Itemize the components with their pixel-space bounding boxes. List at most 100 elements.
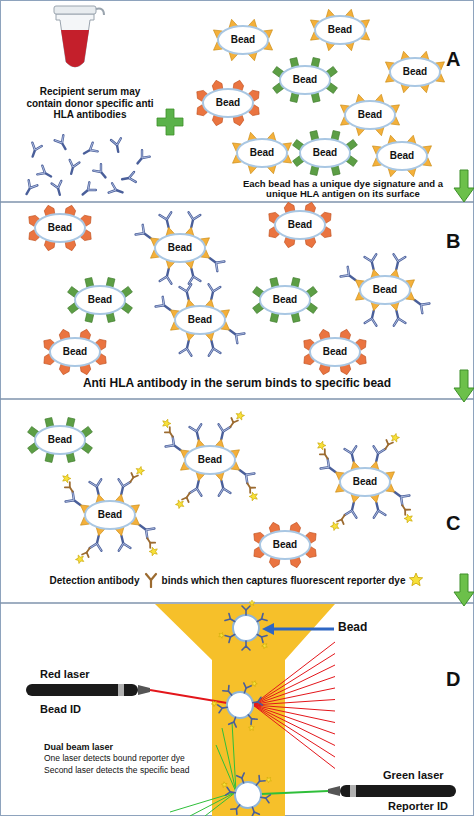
panel-divider (0, 201, 474, 203)
antibody-arms (265, 794, 270, 803)
antigen-site (75, 524, 107, 568)
bead: Bead (339, 467, 391, 497)
antibody-arms (66, 492, 78, 505)
bead-body (185, 446, 235, 474)
antibody-arms (160, 212, 173, 221)
red-ray (253, 688, 335, 705)
antigen-site (190, 424, 207, 448)
antibody-stem (211, 341, 213, 349)
antigen-site (180, 284, 197, 308)
bead: Bead (314, 15, 366, 45)
bead-body (300, 139, 350, 167)
antibody-stem (210, 258, 216, 263)
antibody-highlight (68, 160, 79, 168)
bead-label: Bead (231, 35, 255, 45)
bead-body (310, 338, 360, 366)
serum (61, 30, 89, 67)
antibody-arms (142, 525, 154, 538)
reporter-dye (217, 632, 225, 640)
antibody-arms (30, 143, 41, 152)
serum-tube (54, 6, 104, 67)
antibody-arms (242, 606, 250, 610)
antibody-arms (136, 225, 148, 238)
antibody-stem (222, 706, 227, 708)
antigen-site (330, 491, 362, 535)
free-antibody (134, 150, 150, 166)
red-ray (253, 677, 335, 706)
antibody-arms (180, 284, 193, 293)
laser-name: Green laser (383, 769, 444, 782)
antibody-arms (248, 485, 255, 493)
antibody-stem (349, 275, 355, 280)
antibody-arms (217, 424, 230, 433)
bead: Bead (236, 138, 288, 168)
antibody-arms (90, 479, 103, 488)
antigen-site (365, 302, 382, 326)
antibody-arms (207, 347, 220, 356)
antibody-stem (144, 233, 150, 238)
antibody-arms (257, 776, 266, 784)
free-antibodies (22, 135, 150, 198)
antibody-stem (415, 300, 421, 305)
antibody-arms (52, 181, 63, 189)
bead-label: Bead (328, 25, 352, 35)
antibody-highlight (52, 181, 63, 189)
tube-cap (54, 6, 96, 14)
plus-sign (157, 109, 183, 135)
laser-name: Red laser (40, 668, 90, 681)
bead-body (75, 286, 125, 314)
antibody-arms (321, 459, 333, 472)
antibody-arms (231, 806, 240, 814)
reporter-dye (221, 781, 227, 788)
bead: Bead (259, 530, 311, 560)
bead-label: Bead (390, 151, 414, 161)
bead-label: Bead (216, 98, 240, 108)
free-antibody (111, 138, 123, 153)
bead: Bead (34, 425, 86, 455)
bead-label: Bead (403, 67, 427, 77)
antibody-stem (221, 481, 223, 489)
antibody-highlight (242, 470, 254, 483)
panel-letter: A (446, 48, 460, 71)
antibody-arms (160, 275, 173, 284)
antigen-site (389, 254, 406, 278)
antigen-site (214, 407, 246, 451)
antibody-stem (121, 536, 123, 544)
antibody-stem (74, 500, 80, 505)
laser-rays (170, 642, 335, 816)
antibody-arms (320, 449, 327, 457)
free-antibody (37, 166, 53, 181)
antibody-arms (225, 614, 232, 623)
antibody-arms (146, 574, 156, 580)
bead-label: Bead (98, 510, 122, 520)
step-caption: Detection antibody (50, 575, 140, 586)
bead: Bead (389, 57, 441, 87)
antibody-stem (191, 219, 193, 227)
tube-body (56, 14, 94, 67)
antibody-arms (65, 482, 72, 490)
antibody-arms (345, 509, 358, 518)
bead: Bead (376, 141, 428, 171)
antigen-site (204, 284, 221, 308)
antigen-site (214, 472, 231, 496)
bead-label: Bead (188, 315, 212, 325)
bead-label: Bead (288, 220, 312, 230)
antibody-highlight (207, 284, 220, 293)
bound-antibody (223, 686, 235, 698)
red-ray (253, 642, 335, 705)
antibody-stem (97, 536, 99, 544)
laser-body (26, 684, 138, 696)
reporter-dye (235, 411, 245, 421)
antibody-highlight (217, 424, 230, 433)
antibody-highlight (138, 150, 150, 161)
antibody-stem (191, 269, 193, 277)
antibody-arms (148, 540, 155, 548)
antigen-site (365, 254, 382, 278)
antibody-stem (240, 470, 246, 475)
leader-arrowhead (262, 623, 274, 635)
bead-label: Bead (273, 295, 297, 305)
bead-label: Bead (293, 75, 317, 85)
antigen-site (389, 302, 406, 326)
bead-body (35, 426, 85, 454)
